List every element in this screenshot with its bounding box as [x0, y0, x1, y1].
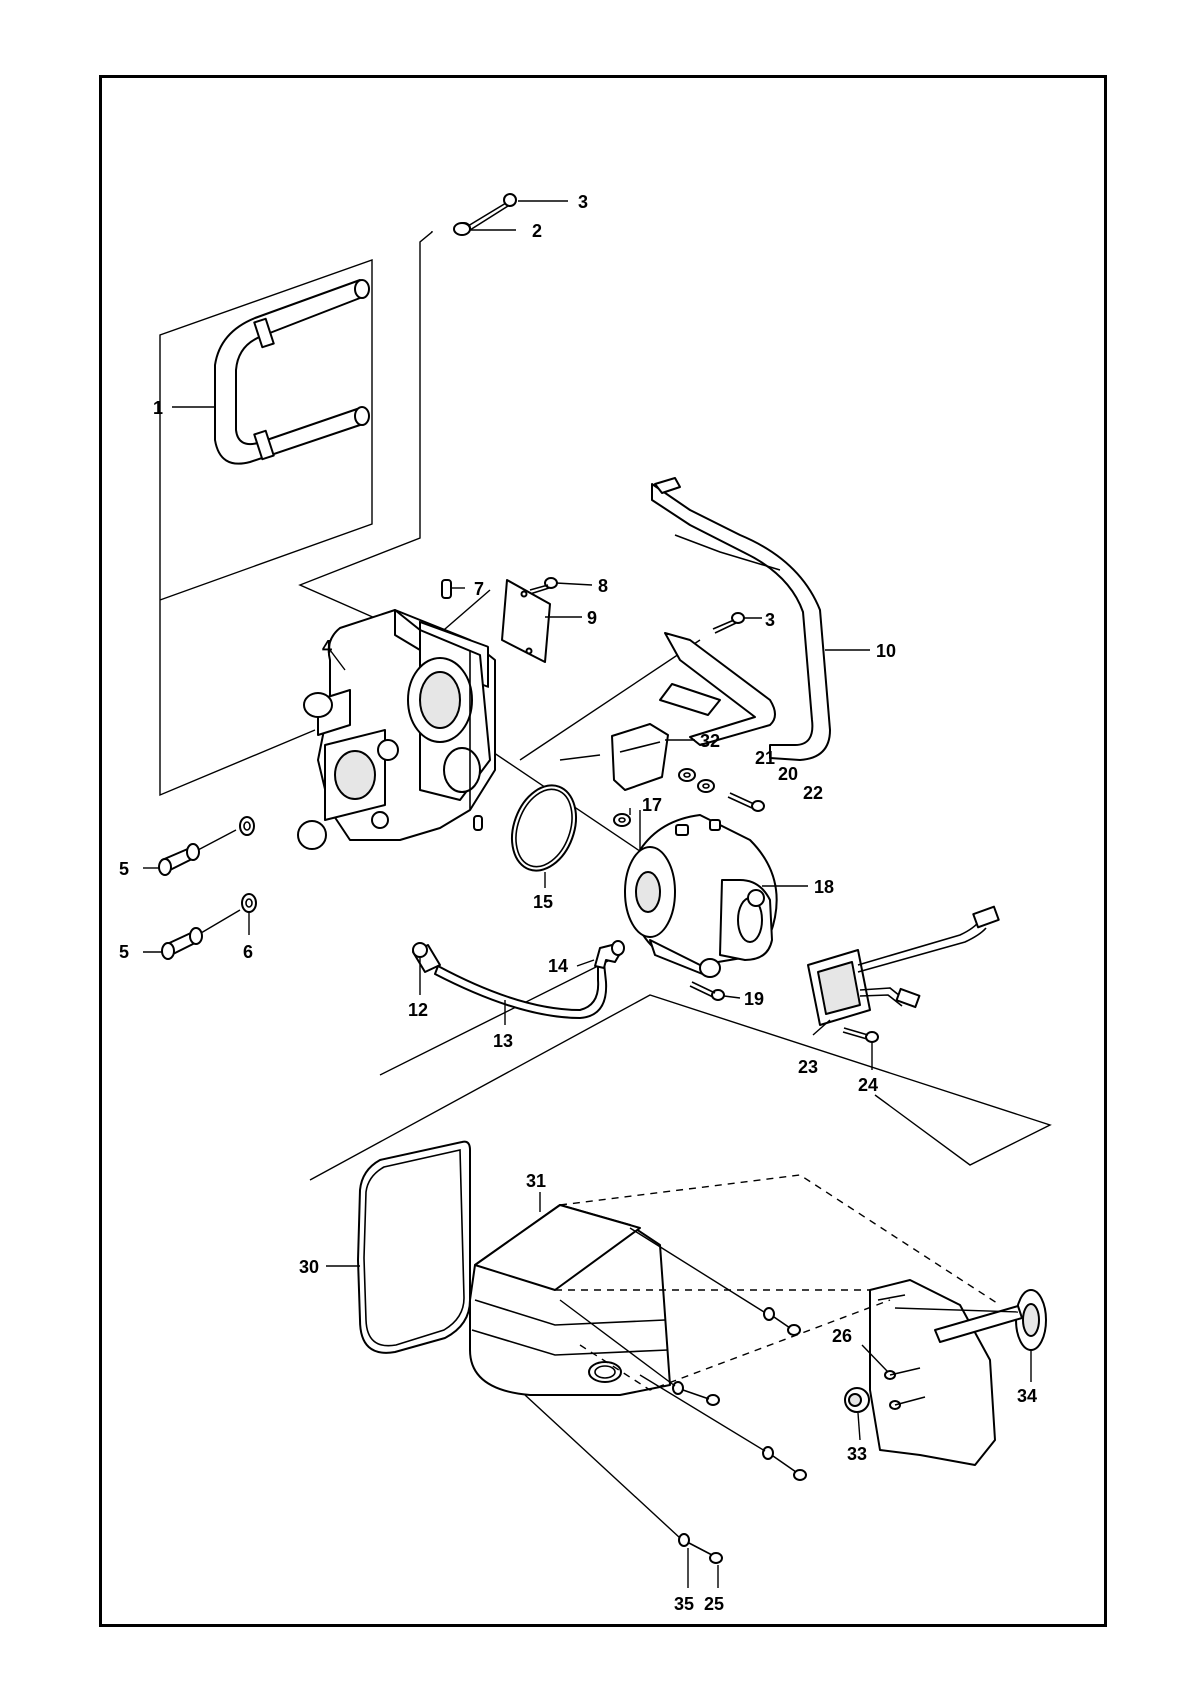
elbow-fitting-part-14: [594, 940, 625, 969]
cover-plate-part-9: [501, 579, 551, 663]
callout-leaders: [143, 200, 1032, 1588]
callout-3-top: 3: [578, 192, 588, 212]
screw-part-24: [842, 1027, 879, 1043]
callout-35: 35: [674, 1594, 694, 1614]
hose-part-13: [434, 962, 608, 1019]
pin-part-7: [441, 579, 483, 831]
screw-part-19: [689, 981, 725, 1001]
callout-5-upper: 5: [119, 859, 129, 879]
callout-8: 8: [598, 576, 608, 596]
callout-5-lower: 5: [119, 942, 129, 962]
callout-19: 19: [744, 989, 764, 1009]
callout-21: 21: [755, 748, 775, 768]
grease-nipple-part-5-upper: [158, 816, 255, 876]
callout-3-mid: 3: [765, 610, 775, 630]
callout-12: 12: [408, 1000, 428, 1020]
callout-31: 31: [526, 1171, 546, 1191]
callout-17: 17: [642, 795, 662, 815]
callout-32: 32: [700, 731, 720, 751]
gasket-part-30: [357, 1140, 471, 1354]
diagram-frame: [99, 75, 1107, 1627]
screw-part-22: [727, 792, 765, 812]
cover-screws-part-25: [672, 1307, 807, 1564]
grease-nipple-part-5-lower: [161, 893, 257, 960]
callout-labels: 1 2 3 3 4 5 5 6 7 8 9 10 12 13 14 15 17 …: [119, 192, 1037, 1614]
callout-9: 9: [587, 608, 597, 628]
cover-screw-leaders: [524, 1227, 1019, 1539]
screw-part-3-mid: [712, 612, 745, 634]
callout-26: 26: [832, 1326, 852, 1346]
motor-part-18: [624, 814, 778, 978]
callout-1: 1: [153, 398, 163, 418]
assembly-lines: [159, 231, 1052, 1181]
grease-packet-part-32: [611, 723, 669, 791]
callout-25: 25: [704, 1594, 724, 1614]
callout-15: 15: [533, 892, 553, 912]
washer-part-17: [613, 813, 631, 827]
callout-4: 4: [322, 637, 332, 657]
hose-fitting-part-12: [412, 942, 441, 973]
dashed-alignment-lines: [555, 1174, 1001, 1391]
handle-bar-part-10: [651, 477, 831, 761]
callout-30: 30: [299, 1257, 319, 1277]
callout-7: 7: [474, 579, 484, 599]
callout-14: 14: [548, 956, 568, 976]
washer-part-20: [697, 779, 715, 793]
guard-part-34: [869, 1279, 1047, 1466]
callout-33: 33: [847, 1444, 867, 1464]
control-unit-part-23: [807, 905, 1000, 1026]
callout-6: 6: [243, 942, 253, 962]
screw-part-3-top: [453, 193, 517, 236]
cover-part-31: [469, 1204, 671, 1396]
callout-22: 22: [803, 783, 823, 803]
callout-18: 18: [814, 877, 834, 897]
callout-10: 10: [876, 641, 896, 661]
screw-part-26: [884, 1367, 926, 1410]
callout-23: 23: [798, 1057, 818, 1077]
handle-part-1: [214, 279, 370, 465]
callout-2: 2: [532, 221, 542, 241]
o-ring-part-15: [511, 784, 577, 872]
callout-34: 34: [1017, 1386, 1037, 1406]
screw-part-8: [529, 577, 558, 595]
callout-24: 24: [858, 1075, 878, 1095]
plug-part-33: [844, 1387, 870, 1413]
callout-13: 13: [493, 1031, 513, 1051]
washer-part-21: [678, 768, 696, 782]
callout-20: 20: [778, 764, 798, 784]
gear-housing-part-4: [297, 609, 496, 850]
